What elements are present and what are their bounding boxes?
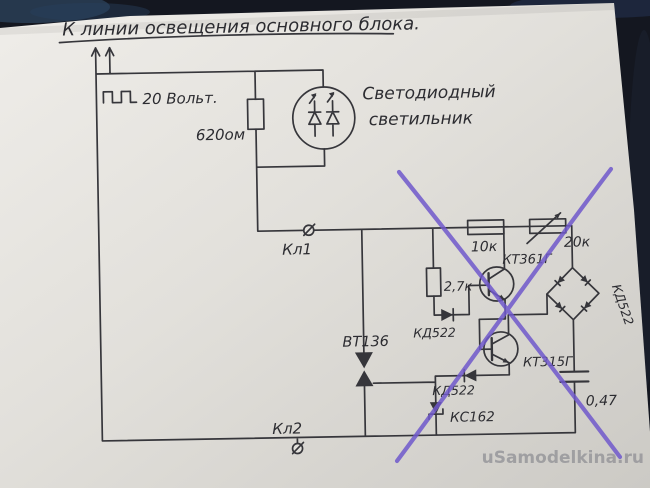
led-emission-arrowheads [310, 91, 335, 99]
bridge-diode-se [580, 301, 592, 312]
fabric-highlight-mid [30, 3, 150, 21]
r2k7-label: 2,7к [444, 279, 473, 294]
triac-bt136 [354, 352, 374, 387]
diode-kd522-1 [441, 307, 455, 322]
bridge-diode-sw [554, 301, 566, 313]
cross-out-mark [394, 166, 623, 464]
circuit-drawing: К линии освещения основного блока. 20 Во… [58, 13, 637, 455]
cap-label: 0,47 [586, 393, 618, 410]
d1-label: КД522 [413, 325, 456, 341]
transistor-circle [483, 331, 519, 367]
led-lamp [291, 86, 356, 150]
bridge-rectifier [546, 266, 600, 321]
transistor-kt315g [483, 331, 519, 367]
cross-stroke-1 [396, 169, 623, 460]
lamp-label-line1: Светодиодный [362, 82, 496, 104]
triac-triangle-up [355, 370, 374, 387]
potentiometer-20k [526, 212, 567, 245]
diode-triangle [441, 308, 454, 321]
resistor-10k [466, 219, 505, 236]
bridge-diamond [546, 266, 600, 321]
zener-label: КС162 [450, 409, 495, 426]
paper-sheet [0, 3, 650, 488]
led-symbols [307, 92, 340, 138]
resistor-620 [246, 98, 265, 131]
r10k-label: 10к [471, 239, 498, 255]
arrow-up-icon [90, 46, 115, 57]
cross-stroke-2 [394, 166, 614, 464]
kl2-label: Кл2 [272, 419, 302, 438]
r620-label: 620ом [196, 125, 245, 144]
kl1-label: Кл1 [282, 240, 312, 259]
paper [0, 3, 650, 488]
kl1-slash [302, 223, 316, 237]
paper-top-edge-shadow [0, 3, 614, 35]
bridge-diode-nw [554, 275, 565, 287]
pot-body [528, 217, 567, 235]
triac-label: ВТ136 [342, 334, 389, 351]
pot-arrowhead [554, 212, 561, 219]
fabric-highlight-left [0, 0, 110, 23]
d2-label: КД522 [432, 382, 475, 398]
labels: К линии освещения основного блока. 20 Во… [62, 13, 637, 438]
voltage-label: 20 Вольт. [142, 89, 218, 108]
transistor-arrowhead [502, 357, 510, 363]
lamp-label-line2: светильник [369, 108, 474, 130]
pot-wiper-arrow [526, 212, 562, 245]
watermark: uSamodelkina.ru [482, 448, 644, 468]
circuit-wires [94, 46, 577, 445]
terminal-kl2 [291, 441, 305, 455]
terminal-kl1 [302, 223, 316, 237]
triac-triangle-down [354, 352, 373, 369]
diode-triangle [464, 369, 477, 382]
square-wave-icon [102, 90, 138, 104]
lamp-circle [291, 86, 356, 150]
title-underline [58, 32, 395, 44]
kl2-slash [291, 441, 305, 455]
transistor-circle [478, 266, 515, 302]
r20k-label: 20к [564, 234, 591, 250]
bridge-diode-ne [580, 275, 592, 286]
resistor-2k7 [425, 267, 442, 298]
